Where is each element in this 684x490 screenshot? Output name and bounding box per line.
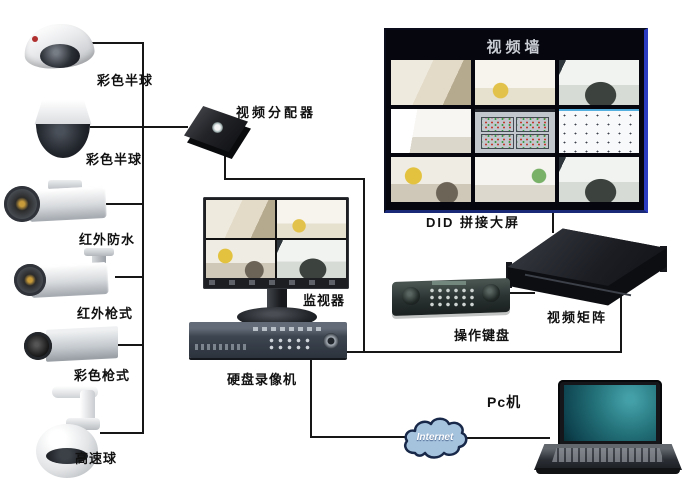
wall-cell-dashboard [475,108,555,154]
camera6-wire [100,432,144,434]
dvr [189,322,347,360]
laptop [534,380,682,478]
video-wall-title: 视频墙 [486,39,544,56]
wall-cell-floor-plan [559,108,639,154]
video-wall-grid [391,60,639,202]
dvr-down-wire [310,358,312,438]
laptop-screen [564,385,656,441]
dome-skirt [34,100,92,126]
distributor-down-wire [224,152,226,180]
ir-gun-camera [14,248,120,304]
camera1-wire [90,42,144,44]
dvr-keypad [267,337,313,351]
camera1-label: 彩色半球 [97,73,154,88]
keyboard-to-matrix-wire [493,292,535,294]
laptop-keyboard [552,448,664,462]
wall-cell-meeting-room [559,60,639,105]
distributor-horizontal-wire [224,178,365,180]
cloud-icon [404,417,468,459]
wall-cell-bedroom [391,60,471,105]
monitor-feed-kitchen [277,200,346,238]
monitor-feed-living-room [206,240,275,278]
video-distributor [184,106,254,162]
control-keyboard [390,270,514,326]
camera5-label: 彩色枪式 [74,368,131,383]
color-dome-camera-1 [22,21,98,76]
laptop-front-edge [536,468,680,474]
camera5-wire [112,344,144,346]
monitor-stand-neck [267,289,287,311]
monitor-quad-view [206,200,346,278]
did-screen-label: DID 拼接大屏 [426,215,521,230]
wall-cell-bedroom-2 [391,108,471,154]
camera6-label: 高速球 [75,451,118,466]
monitor-label: 监视器 [303,293,346,308]
camera-body [46,326,118,362]
ir-waterproof-camera [4,176,108,234]
video-matrix [506,226,670,310]
monitor-feed-meeting-room [277,240,346,278]
camera4-label: 红外枪式 [77,306,134,321]
camera-bus-wire [142,42,144,434]
camera3-wire [103,203,144,205]
dvr-to-cloud-wire [310,436,406,438]
internet-label: Internet [416,432,454,443]
wall-cell-living-room-2 [475,157,555,202]
wall-cell-meeting-room-2 [559,157,639,202]
dashboard-panel [481,116,514,132]
matrix-drop-wire [620,289,622,353]
ir-lens [4,186,40,222]
distributor-label: 视频分配器 [236,105,317,120]
monitor-feed-bedroom [206,200,275,238]
internet-cloud: Internet [401,415,469,463]
camera2-label: 彩色半球 [86,152,143,167]
wall-to-matrix-wire [552,209,554,233]
dome-lens [40,44,80,68]
dvr-button-row [253,327,323,331]
mount-cap [84,248,114,256]
dvr-to-matrix-wire [345,351,622,353]
keyboard-lcd [432,281,466,285]
wall-cell-kitchen [475,60,555,105]
wall-cell-living-room [391,157,471,202]
camera4-wire [115,276,144,278]
camera-lens [24,332,52,360]
pc-label: Pc机 [487,394,522,410]
dashboard-panel [516,116,549,132]
dome-lens [36,124,90,158]
dashboard-panel [516,133,549,150]
matrix-label: 视频矩阵 [547,310,608,325]
joystick-left [402,287,420,305]
mount-arm-vertical [80,390,95,424]
cloud-to-laptop-wire [464,437,550,439]
monitor [203,197,351,331]
brand-logo-icon [212,122,223,133]
ir-lens [14,264,46,296]
keyboard-keypad [428,287,474,307]
distributor-drop-wire [363,178,365,353]
camera2-to-distributor-wire [90,126,188,128]
color-gun-camera [24,324,120,370]
high-speed-dome-camera [30,382,104,480]
sunshield [48,180,82,190]
camera-led [32,36,38,42]
dvr-vents [195,344,247,350]
dvr-label: 硬盘录像机 [227,372,298,387]
dome-lens-window [46,448,88,464]
video-wall: 视频墙 [384,28,648,213]
keyboard-label: 操作键盘 [454,328,511,343]
dashboard-panel [481,133,514,150]
dvr-jog-dial [323,333,339,349]
color-dome-camera-2 [32,100,94,160]
monitor-osd-text [209,280,343,285]
camera3-label: 红外防水 [79,232,136,247]
joystick-right [482,284,500,302]
